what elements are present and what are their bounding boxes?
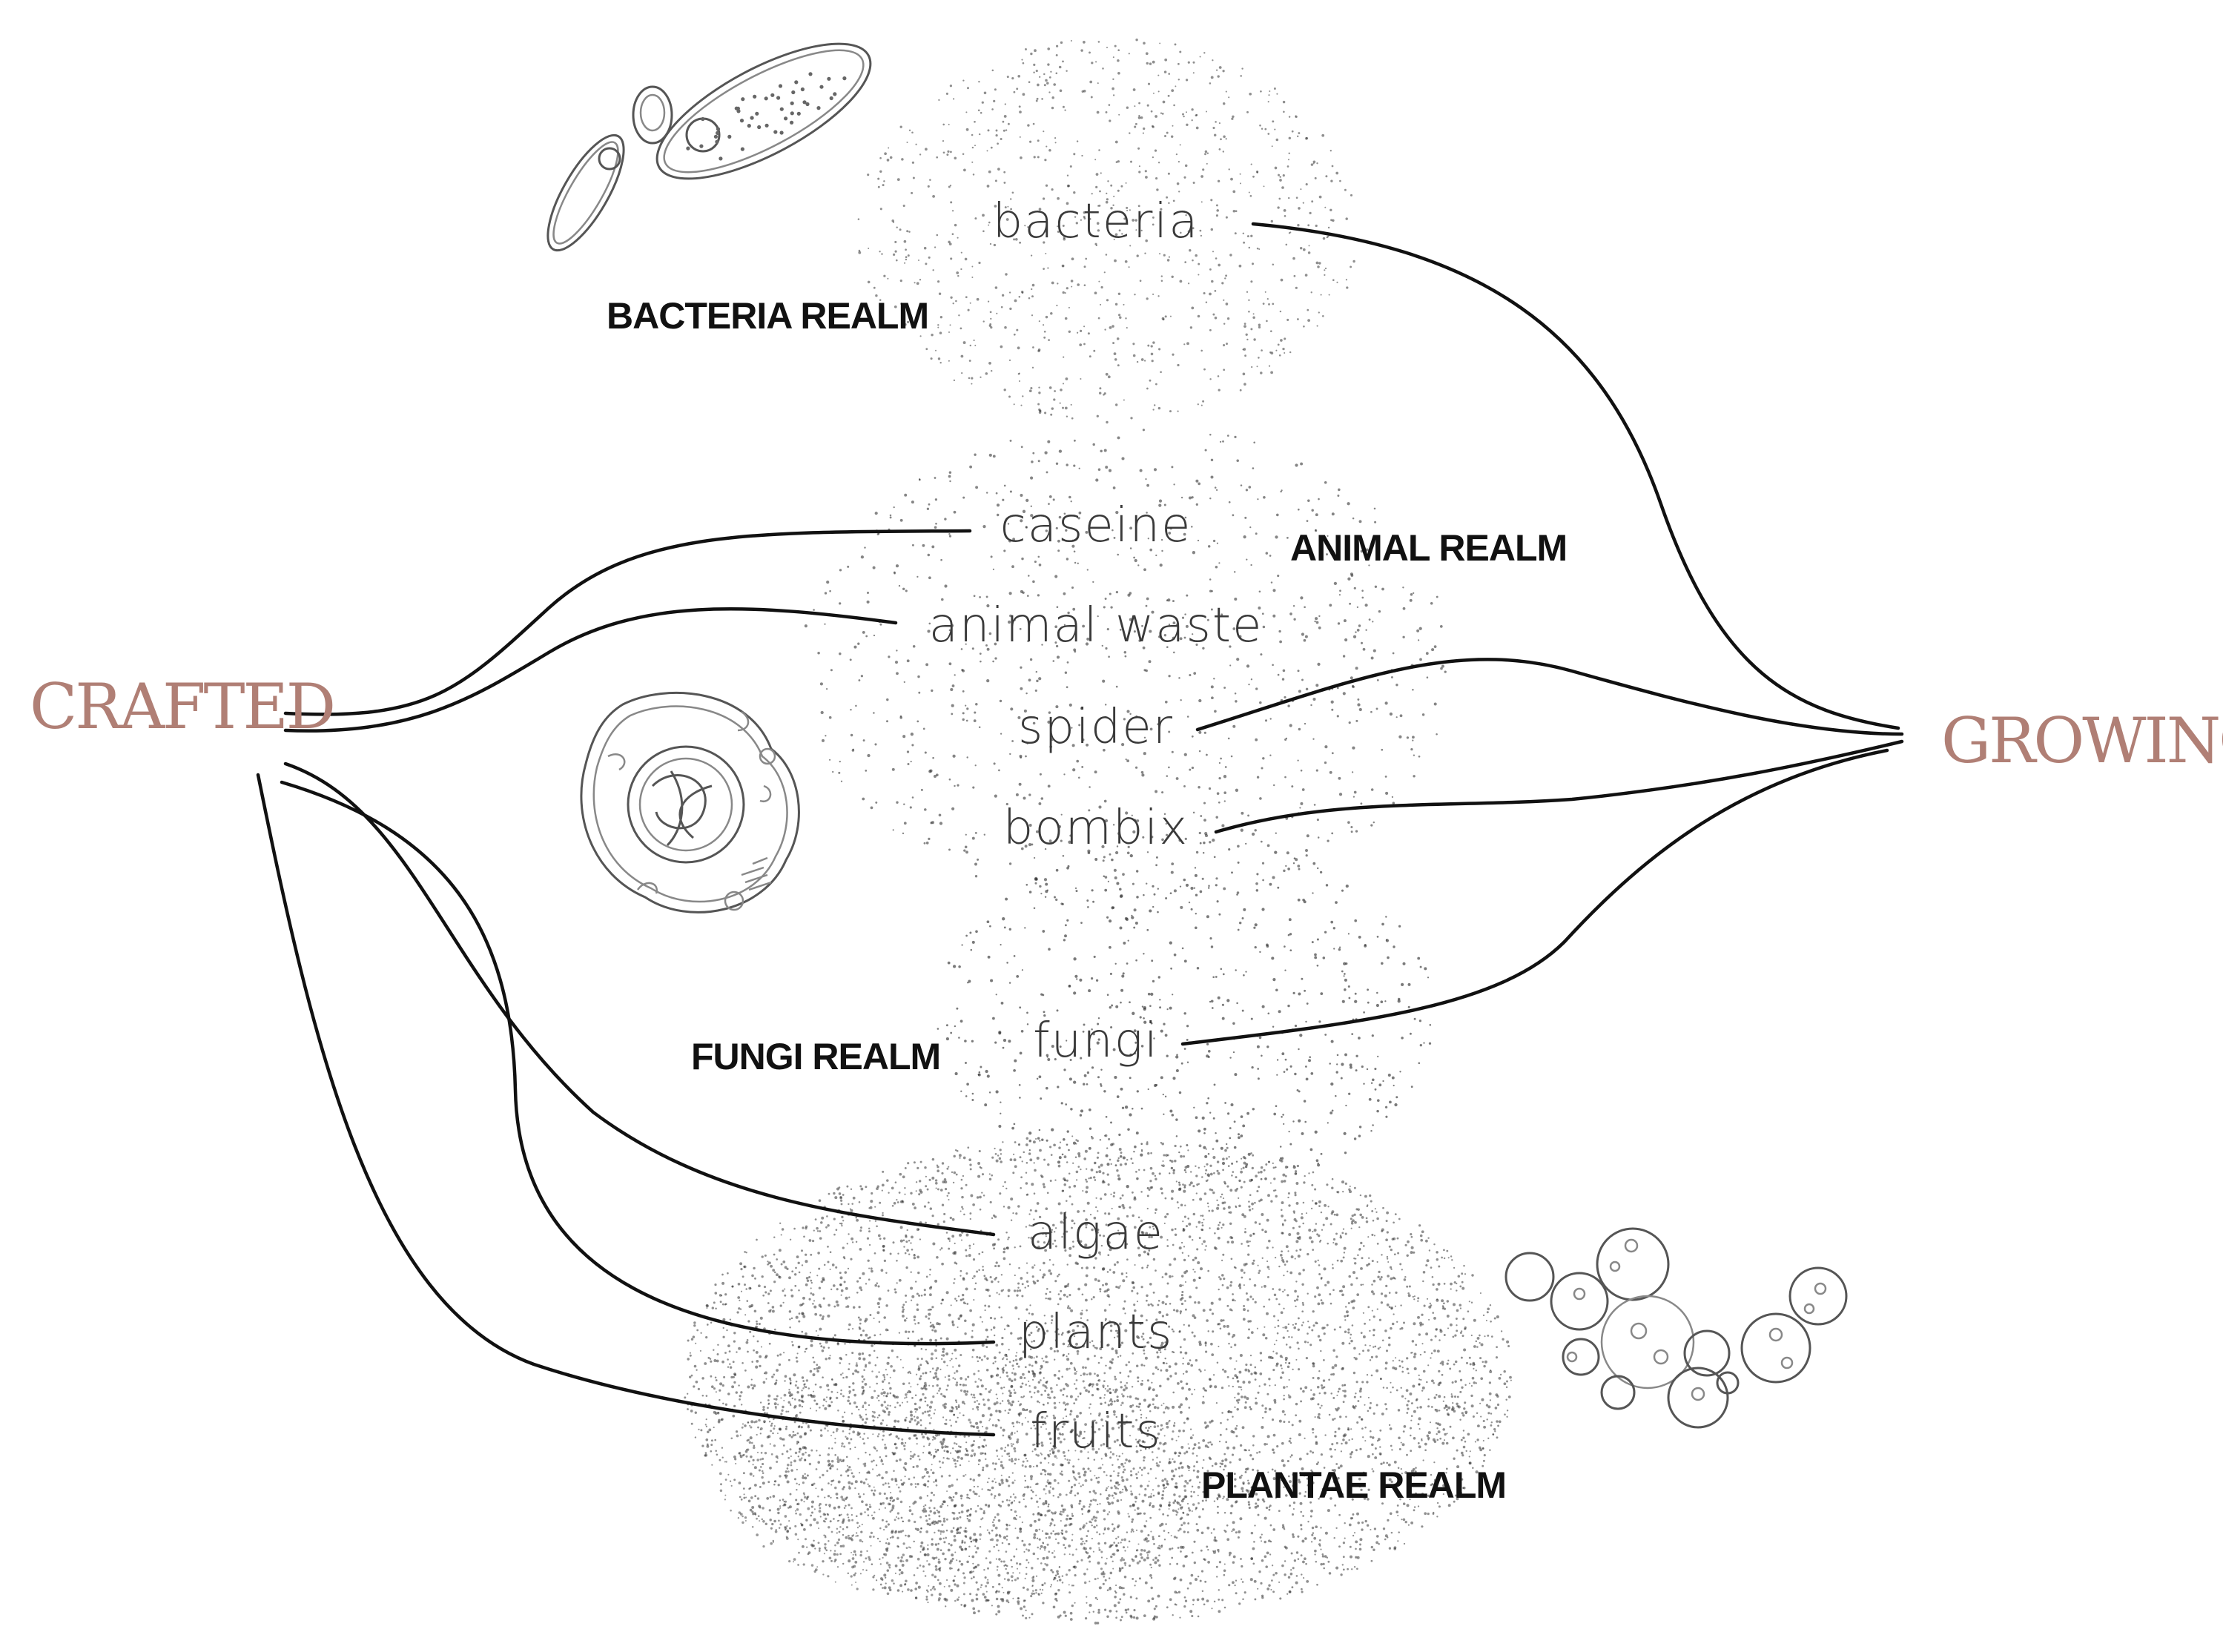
material-label-algae: algae [1028, 1206, 1164, 1261]
material-label-spider: spider [1018, 700, 1174, 755]
plant-cells-sketch-icon [1504, 1227, 1848, 1429]
bacteria-sketch-icon [546, 42, 872, 252]
animal-cell-sketch-icon [580, 692, 800, 913]
stipple-clouds [684, 38, 1512, 1625]
connectors-growing [1180, 222, 1904, 1046]
material-label-fruits: fruits [1030, 1404, 1162, 1459]
material-label-animal-waste: animal waste [929, 598, 1264, 653]
connector-crafted-algae [283, 761, 996, 1237]
realm-label-animal: ANIMAL REALM [1290, 527, 1567, 569]
connector-bombix-growing [1214, 739, 1904, 834]
connector-crafted-caseine [283, 529, 972, 716]
realm-label-bacteria: BACTERIA REALM [607, 295, 928, 337]
connector-fungi-growing [1180, 748, 1889, 1046]
material-label-plants: plants [1019, 1305, 1174, 1360]
material-label-fungi: fungi [1033, 1014, 1159, 1068]
pole-label-crafted: CRAFTED [30, 670, 334, 743]
connector-crafted-plants [280, 780, 996, 1346]
realm-labels: BACTERIA REALM ANIMAL REALM FUNGI REALM … [607, 295, 1568, 1506]
connectors-crafted [256, 529, 996, 1437]
material-label-caseine: caseine [1000, 498, 1192, 553]
pole-label-growing: GROWING [1941, 704, 2223, 777]
material-label-bacteria: bacteria [993, 194, 1200, 249]
realm-label-fungi: FUNGI REALM [691, 1036, 940, 1077]
connector-bacteria-growing [1251, 222, 1900, 730]
realm-label-plantae: PLANTAE REALM [1201, 1464, 1506, 1506]
connector-crafted-fruits [256, 773, 996, 1437]
connector-crafted-animal-waste [283, 607, 898, 733]
connector-spider-growing [1195, 658, 1904, 736]
material-label-bombix: bombix [1003, 801, 1189, 856]
material-labels: bacteria caseine animal waste spider bom… [929, 194, 1264, 1459]
